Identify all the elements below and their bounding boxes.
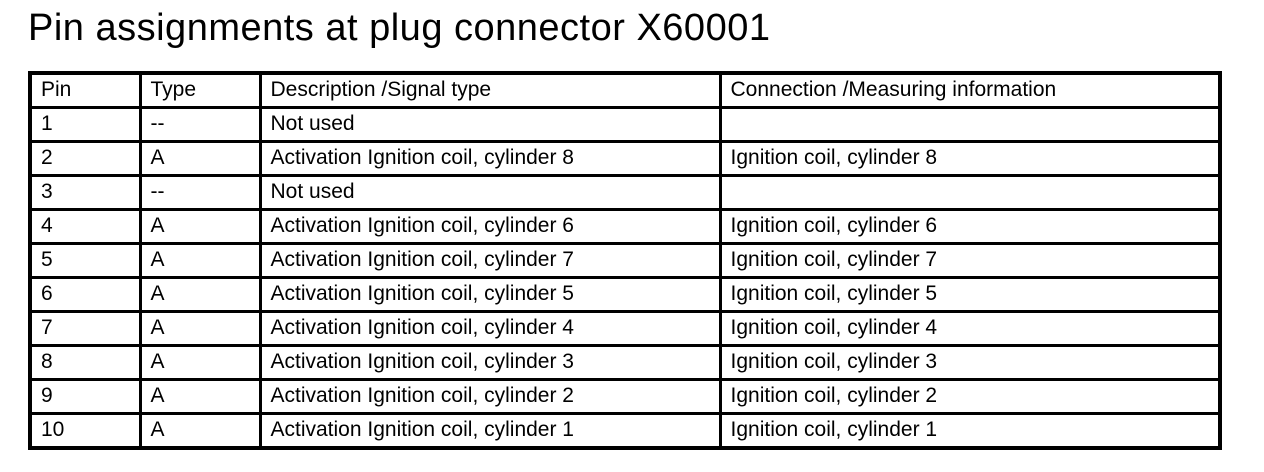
- cell-type: A: [138, 208, 262, 245]
- cell-type: A: [138, 344, 262, 381]
- cell-type: A: [138, 140, 262, 177]
- cell-description: Activation Ignition coil, cylinder 5: [258, 276, 722, 313]
- table-row: 3--Not used: [28, 174, 1222, 211]
- cell-connection: Ignition coil, cylinder 4: [718, 310, 1222, 347]
- table-row: 1--Not used: [28, 106, 1222, 143]
- cell-connection: Ignition coil, cylinder 1: [718, 412, 1222, 450]
- cell-description: Activation Ignition coil, cylinder 3: [258, 344, 722, 381]
- page-title: Pin assignments at plug connector X60001: [28, 7, 771, 49]
- column-header-type: Type: [138, 71, 262, 109]
- cell-connection: Ignition coil, cylinder 6: [718, 208, 1222, 245]
- cell-pin: 1: [28, 106, 142, 143]
- cell-type: A: [138, 378, 262, 415]
- cell-connection: Ignition coil, cylinder 8: [718, 140, 1222, 177]
- cell-description: Activation Ignition coil, cylinder 8: [258, 140, 722, 177]
- cell-description: Activation Ignition coil, cylinder 4: [258, 310, 722, 347]
- cell-pin: 2: [28, 140, 142, 177]
- cell-description: Activation Ignition coil, cylinder 6: [258, 208, 722, 245]
- cell-type: --: [138, 106, 262, 143]
- cell-description: Not used: [258, 106, 722, 143]
- cell-pin: 5: [28, 242, 142, 279]
- cell-connection: Ignition coil, cylinder 3: [718, 344, 1222, 381]
- cell-pin: 4: [28, 208, 142, 245]
- table-header-row: Pin Type Description /Signal type Connec…: [28, 71, 1222, 109]
- cell-pin: 9: [28, 378, 142, 415]
- cell-type: A: [138, 310, 262, 347]
- cell-connection: [718, 106, 1222, 143]
- cell-pin: 8: [28, 344, 142, 381]
- column-header-connection: Connection /Measuring information: [718, 71, 1222, 109]
- cell-type: --: [138, 174, 262, 211]
- cell-type: A: [138, 276, 262, 313]
- cell-pin: 7: [28, 310, 142, 347]
- cell-pin: 10: [28, 412, 142, 450]
- cell-description: Activation Ignition coil, cylinder 7: [258, 242, 722, 279]
- pin-assignment-table: Pin Type Description /Signal type Connec…: [28, 71, 1222, 450]
- cell-connection: [718, 174, 1222, 211]
- cell-type: A: [138, 242, 262, 279]
- cell-connection: Ignition coil, cylinder 2: [718, 378, 1222, 415]
- column-header-pin: Pin: [28, 71, 142, 109]
- column-header-description: Description /Signal type: [258, 71, 722, 109]
- cell-type: A: [138, 412, 262, 450]
- cell-description: Not used: [258, 174, 722, 211]
- cell-connection: Ignition coil, cylinder 5: [718, 276, 1222, 313]
- cell-description: Activation Ignition coil, cylinder 2: [258, 378, 722, 415]
- cell-description: Activation Ignition coil, cylinder 1: [258, 412, 722, 450]
- cell-connection: Ignition coil, cylinder 7: [718, 242, 1222, 279]
- cell-pin: 3: [28, 174, 142, 211]
- cell-pin: 6: [28, 276, 142, 313]
